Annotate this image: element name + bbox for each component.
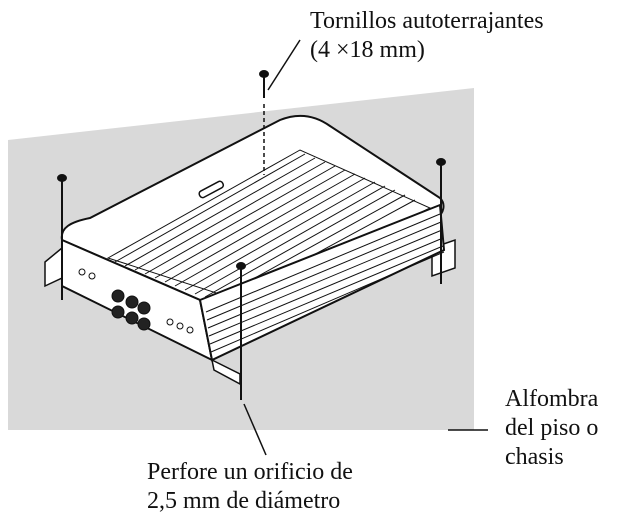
label-line: (4 ×18 mm) <box>310 37 425 63</box>
label-line: Alfombra <box>505 386 599 412</box>
leader-screws <box>267 39 301 91</box>
screw-left <box>57 174 67 300</box>
amplifier-side-heatsink <box>198 203 446 362</box>
front-panel-controls <box>78 268 194 334</box>
label-line: Perfore un orificio de <box>147 459 353 485</box>
heatsink-fins-side <box>205 213 445 353</box>
label-line: Tornillos autoterrajantes <box>310 8 544 34</box>
self-tapping-screws-label: Tornillos autoterrajantes (4 ×18 mm) <box>310 7 544 65</box>
label-line: del piso o <box>505 415 599 441</box>
label-line: 2,5 mm de diámetro <box>147 488 341 514</box>
floor-carpet-label: Alfombra del piso o chasis <box>505 385 598 472</box>
rca-connector-block <box>111 289 151 331</box>
drill-hole-label: Perfore un orificio de 2,5 mm de diámetr… <box>147 458 353 516</box>
screw-rear <box>259 70 269 175</box>
label-line: chasis <box>505 444 564 470</box>
screw-front <box>236 262 246 400</box>
screw-right <box>436 158 446 284</box>
leader-drill <box>243 403 267 456</box>
logo-plate <box>198 180 225 199</box>
